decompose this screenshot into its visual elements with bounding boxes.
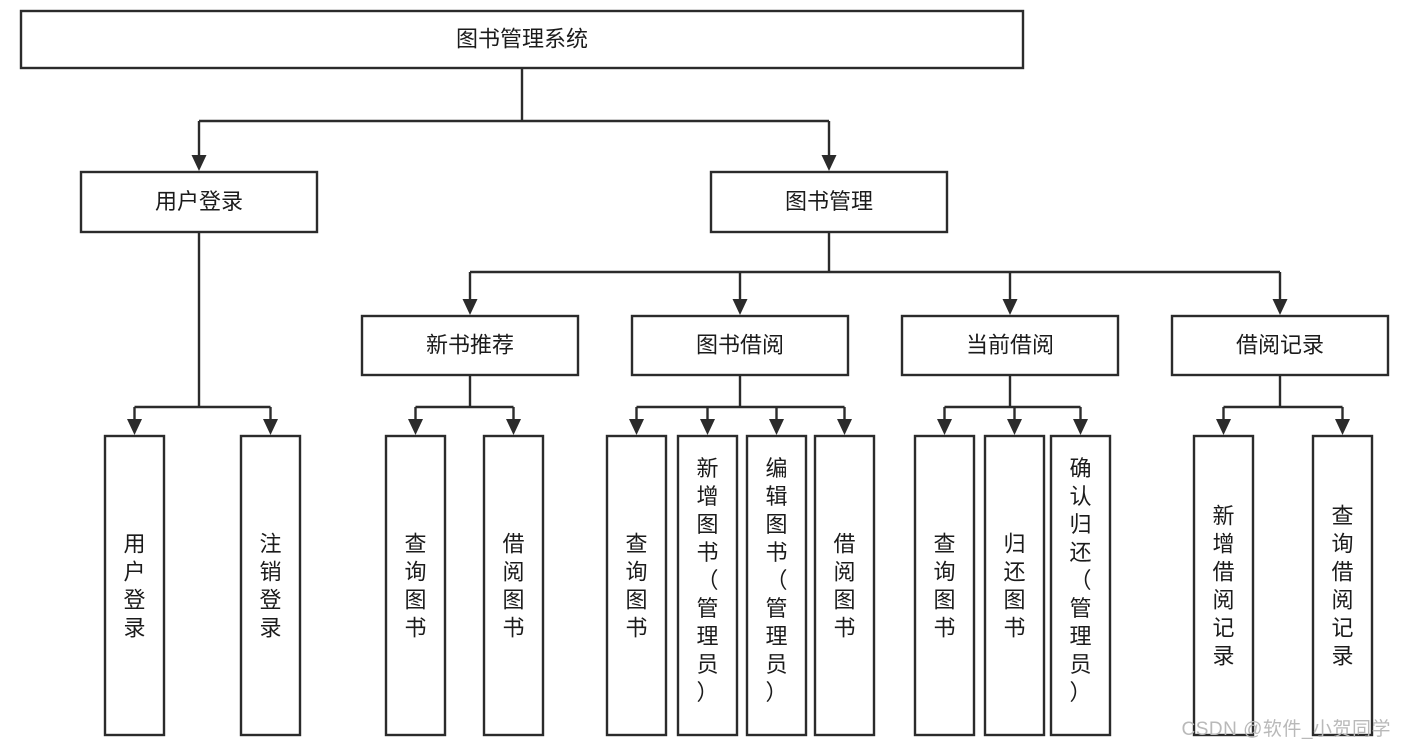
node-box	[19, 9, 1025, 70]
node-box	[1170, 314, 1390, 377]
arrow-head-icon	[408, 419, 423, 435]
node-label: 新书推荐	[426, 332, 514, 357]
arrow-head-icon	[462, 299, 478, 315]
node-box	[79, 170, 319, 234]
node-book-borrow[interactable]: 图书借阅	[630, 314, 850, 377]
arrow-head-icon	[1007, 419, 1022, 435]
node-label: 借阅图书	[833, 531, 855, 640]
arrow-head-icon	[700, 419, 715, 435]
node-label: 图书管理	[785, 189, 873, 214]
node-label: 注销登录	[259, 531, 281, 640]
node-label: 当前借阅	[966, 332, 1054, 357]
node-box	[813, 434, 876, 737]
arrow-head-icon	[127, 419, 142, 435]
node-label: 新增借阅记录	[1212, 503, 1234, 668]
arrow-head-icon	[937, 419, 952, 435]
node-box	[239, 434, 302, 737]
arrow-head-icon	[191, 155, 207, 171]
connector-layer	[127, 68, 1350, 435]
node-layer: 图书管理系统用户登录图书管理新书推荐图书借阅当前借阅借阅记录用户登录注销登录查询…	[19, 9, 1390, 737]
watermark-label: CSDN @软件_小贺同学	[1181, 719, 1391, 740]
arrow-head-icon	[263, 419, 278, 435]
node-label: 查询图书	[933, 531, 955, 640]
node-box	[384, 434, 447, 737]
arrow-head-icon	[732, 299, 748, 315]
node-leaf-record-add[interactable]: 新增借阅记录	[1192, 434, 1255, 737]
node-leaf-record-query[interactable]: 查询借阅记录	[1311, 434, 1374, 737]
arrow-head-icon	[1073, 419, 1088, 435]
node-label: 确认归还（管理员）	[1069, 456, 1091, 705]
node-label: 用户登录	[123, 531, 145, 640]
node-label: 借阅图书	[502, 531, 524, 640]
node-leaf-current-query-book[interactable]: 查询图书	[913, 434, 976, 737]
arrow-head-icon	[769, 419, 784, 435]
arrow-head-icon	[1216, 419, 1231, 435]
node-leaf-borrow-query-book[interactable]: 查询图书	[605, 434, 668, 737]
node-box	[1049, 434, 1112, 737]
node-label: 查询图书	[404, 531, 426, 640]
arrow-head-icon	[837, 419, 852, 435]
node-label: 查询借阅记录	[1331, 503, 1353, 668]
node-user-login[interactable]: 用户登录	[79, 170, 319, 234]
node-label: 图书管理系统	[456, 26, 588, 51]
node-label: 用户登录	[155, 189, 243, 214]
node-box	[605, 434, 668, 737]
node-leaf-borrow-edit-book[interactable]: 编辑图书（管理员）	[745, 434, 808, 737]
node-box	[900, 314, 1120, 377]
node-label: 归还图书	[1003, 531, 1025, 640]
node-box	[360, 314, 580, 377]
node-box	[1311, 434, 1374, 737]
node-leaf-borrow-add-book[interactable]: 新增图书（管理员）	[676, 434, 739, 737]
arrow-head-icon	[506, 419, 521, 435]
node-box	[745, 434, 808, 737]
node-box	[913, 434, 976, 737]
node-label: 借阅记录	[1236, 332, 1324, 357]
node-root[interactable]: 图书管理系统	[19, 9, 1025, 70]
node-label: 查询图书	[625, 531, 647, 640]
node-label: 编辑图书（管理员）	[765, 456, 787, 705]
node-leaf-user-login[interactable]: 用户登录	[103, 434, 166, 737]
node-box	[1192, 434, 1255, 737]
node-book-manage[interactable]: 图书管理	[709, 170, 949, 234]
node-leaf-user-logout[interactable]: 注销登录	[239, 434, 302, 737]
arrow-head-icon	[821, 155, 837, 171]
node-borrow-record[interactable]: 借阅记录	[1170, 314, 1390, 377]
node-current-borrow[interactable]: 当前借阅	[900, 314, 1120, 377]
node-label: 新增图书（管理员）	[696, 456, 718, 705]
arrow-head-icon	[1335, 419, 1350, 435]
arrow-head-icon	[629, 419, 644, 435]
node-new-book-recommend[interactable]: 新书推荐	[360, 314, 580, 377]
node-leaf-current-confirm-return[interactable]: 确认归还（管理员）	[1049, 434, 1112, 737]
node-box	[983, 434, 1046, 737]
arrow-head-icon	[1272, 299, 1288, 315]
node-label: 图书借阅	[696, 332, 784, 357]
node-leaf-rec-query-book[interactable]: 查询图书	[384, 434, 447, 737]
arrow-head-icon	[1002, 299, 1018, 315]
node-box	[676, 434, 739, 737]
node-box	[630, 314, 850, 377]
node-leaf-current-return-book[interactable]: 归还图书	[983, 434, 1046, 737]
node-leaf-borrow-borrow-book[interactable]: 借阅图书	[813, 434, 876, 737]
node-box	[103, 434, 166, 737]
node-box	[709, 170, 949, 234]
node-leaf-rec-borrow-book[interactable]: 借阅图书	[482, 434, 545, 737]
node-box	[482, 434, 545, 737]
